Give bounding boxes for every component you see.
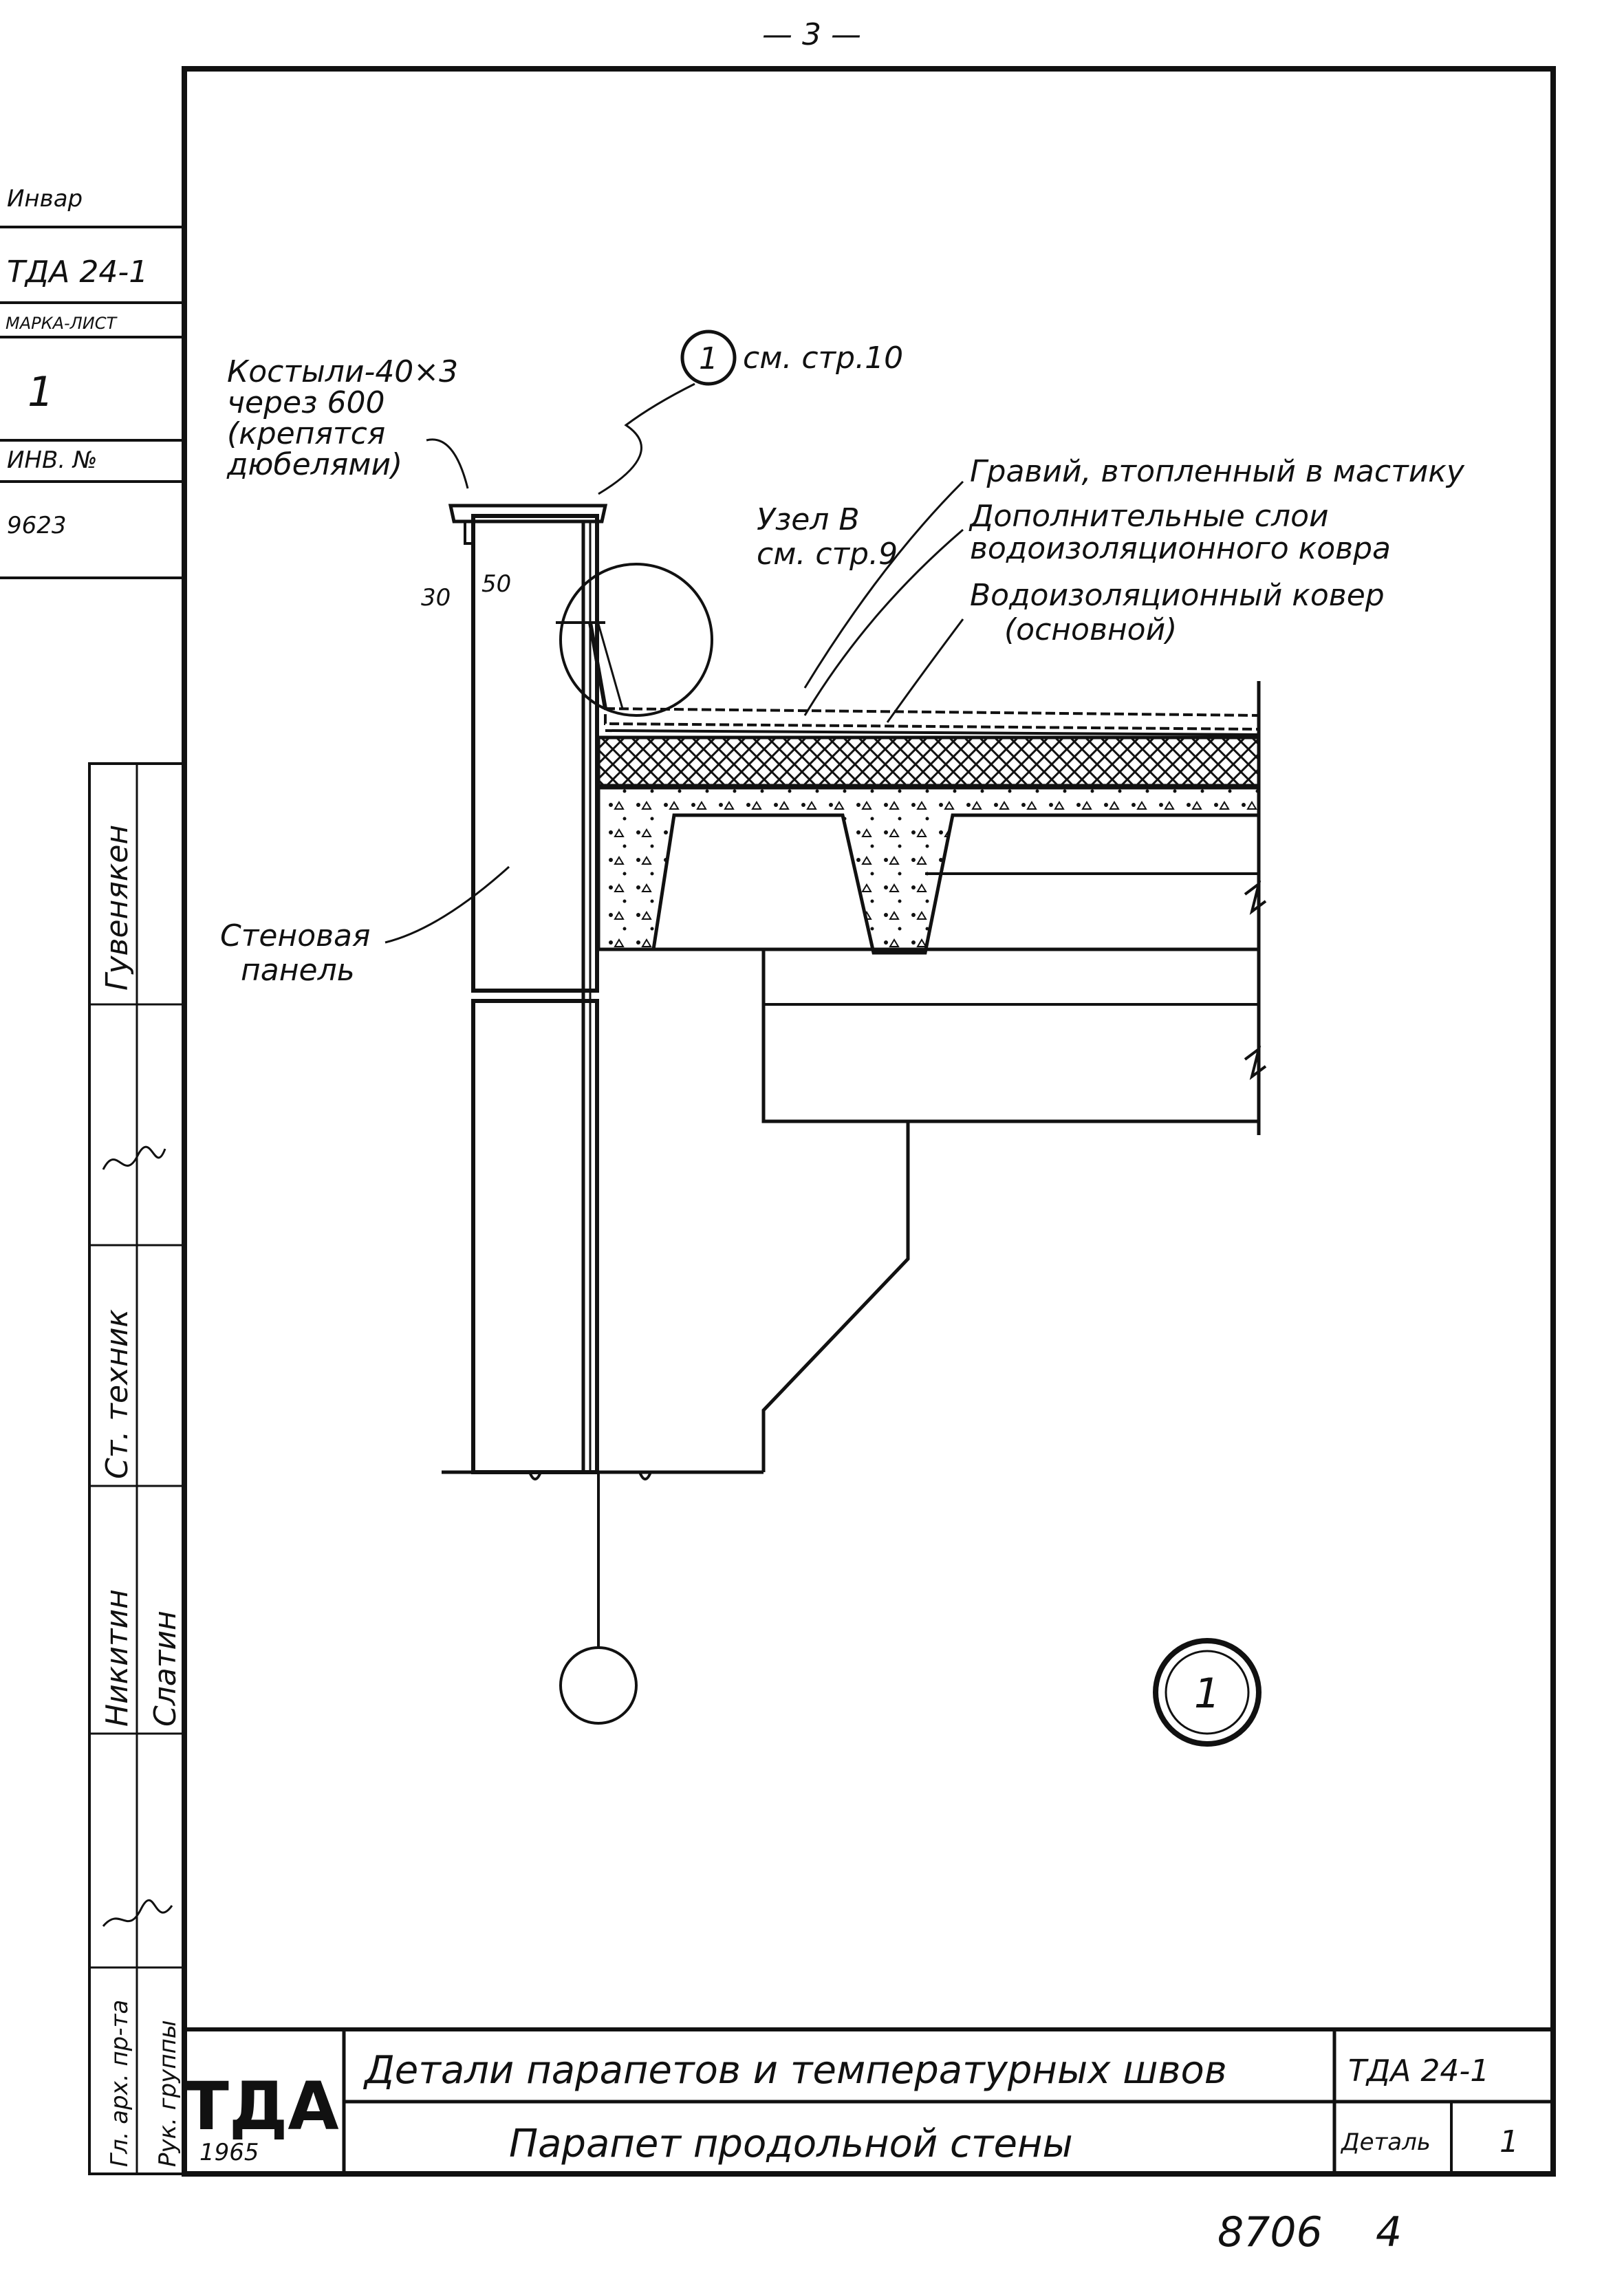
- callout-wall: Стеновая панель: [220, 865, 510, 988]
- svg-text:панель: панель: [241, 953, 355, 988]
- svg-text:(крепятся: (крепятся: [227, 416, 385, 451]
- signature-strip: Гувенякен Ст. техник Никитин Слатин Гл. …: [88, 762, 186, 2175]
- svg-text:Дополнительные слои: Дополнительные слои: [968, 499, 1329, 534]
- svg-text:Узел В: Узел В: [757, 502, 860, 537]
- roof-layers: [556, 618, 1267, 1472]
- svg-text:Костыли-40×3: Костыли-40×3: [227, 354, 458, 389]
- column-bracket: [761, 1121, 910, 1472]
- ref-1-number: 1: [699, 341, 718, 376]
- sig-name-1: Гувенякен: [100, 825, 135, 991]
- handwritten-signature: [102, 1145, 166, 1170]
- stamp-label-top: Инвар: [7, 185, 83, 213]
- left-stamp: Инвар ТДА 24-1 МАРКА-ЛИСТ 1 ИНВ. № 9623: [0, 185, 184, 579]
- gravel-layer: [604, 707, 1260, 731]
- title-year: 1965: [199, 2139, 259, 2166]
- ref-1-text: см. стр.10: [743, 341, 903, 376]
- title-logo: ТДА: [184, 2068, 338, 2145]
- svg-text:через 600: через 600: [227, 385, 385, 420]
- footer-page: 4: [1376, 2208, 1402, 2256]
- stamp-inv-no: 9623: [7, 512, 67, 539]
- svg-text:Гравий, втопленный в мастику: Гравий, втопленный в мастику: [970, 454, 1465, 489]
- node-b-circle: [559, 563, 713, 717]
- title-detail-label: Деталь: [1340, 2128, 1431, 2156]
- callout-uzel: Узел В см. стр.9: [757, 502, 898, 572]
- title-block: ТДА 1965 Детали парапетов и температурны…: [184, 2027, 1553, 2174]
- lower-marker-circle: [559, 1646, 638, 1725]
- stamp-inv-label: ИНВ. №: [7, 446, 97, 474]
- handwritten-signature: [102, 1899, 173, 1927]
- svg-text:водоизоляционного ковра: водоизоляционного ковра: [970, 531, 1391, 566]
- svg-text:Стеновая: Стеновая: [220, 918, 370, 953]
- title-sub: Парапет продольной стены: [509, 2122, 1073, 2166]
- title-detail-no: 1: [1500, 2124, 1519, 2159]
- sig-role-3: Гл. арх. пр-та: [106, 2000, 133, 2167]
- stamp-sheet-no: 1: [28, 368, 54, 416]
- stamp-series: ТДА 24-1: [7, 255, 148, 290]
- beam: [761, 947, 1261, 1123]
- callout-kostyli: Костыли-40×3 через 600 (крепятся дюбелям…: [226, 354, 469, 489]
- ribbed-slab: [596, 786, 1261, 955]
- stamp-sheet-label: МАРКА-ЛИСТ: [6, 314, 118, 333]
- footer-code: 8706: [1217, 2208, 1323, 2256]
- callout-layers: Гравий, втопленный в мастику Дополнитель…: [803, 454, 1465, 723]
- sig-role-2: Никитин: [100, 1589, 135, 1727]
- detail-number: 1: [1194, 1670, 1220, 1718]
- svg-text:(основной): (основной): [1004, 612, 1177, 647]
- title-main: Детали парапетов и температурных швов: [362, 2048, 1227, 2093]
- detail-number-circle: [1153, 1638, 1262, 1747]
- svg-text:см. стр.9: см. стр.9: [757, 537, 898, 572]
- sig-role-1: Ст. техник: [100, 1309, 135, 1479]
- sig-role-4: Рук. группы: [154, 2020, 182, 2167]
- sig-name-2: Слатин: [148, 1610, 183, 1727]
- ref-1-circle: [680, 330, 737, 386]
- svg-text:дюбелями): дюбелями): [226, 447, 402, 482]
- title-series: ТДА 24-1: [1348, 2053, 1489, 2089]
- dim-30: 30: [421, 584, 451, 612]
- page-number: — 3 —: [762, 17, 861, 52]
- dim-50: 50: [481, 570, 511, 598]
- insulation-layer: [596, 735, 1261, 788]
- parapet-section: [442, 504, 764, 1480]
- svg-text:Водоизоляционный ковер: Водоизоляционный ковер: [970, 578, 1385, 613]
